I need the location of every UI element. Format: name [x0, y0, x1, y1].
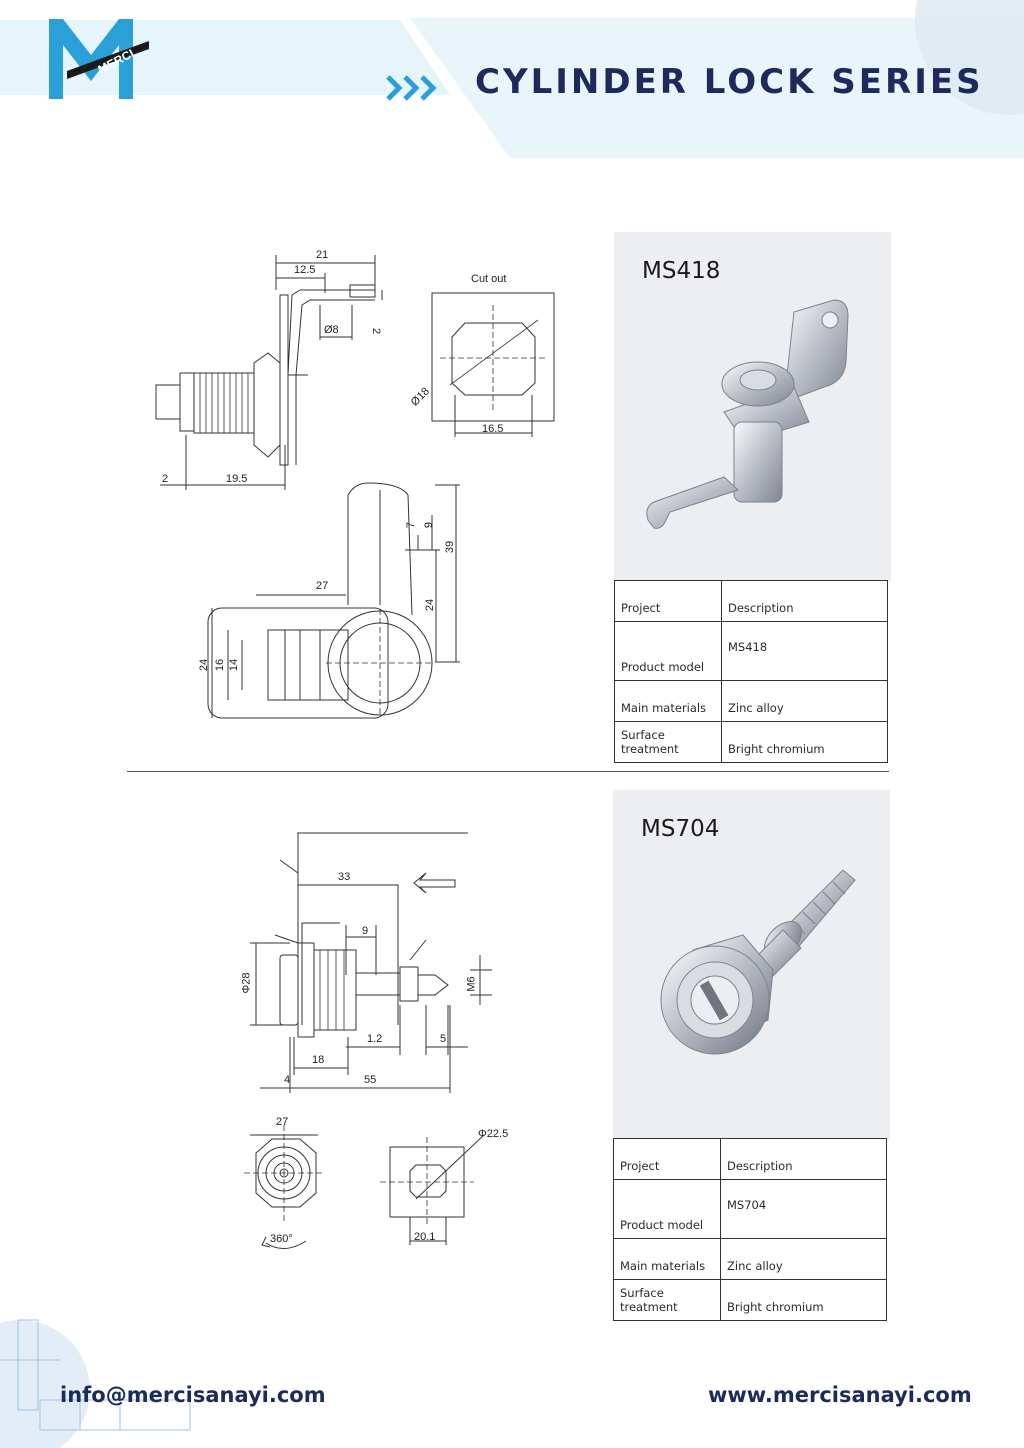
dim-9: 9 — [362, 925, 369, 937]
table-cell: MS704 — [720, 1179, 887, 1239]
dim-21: 21 — [316, 249, 329, 261]
dim-28: Φ28 — [240, 972, 253, 994]
dim-9: 9 — [423, 521, 436, 529]
dim-7: 7 — [405, 521, 418, 529]
dim-27: 27 — [276, 1116, 289, 1128]
ms418-photo-panel: MS418 — [614, 232, 891, 582]
ms418-dimension-labels: 21 12.5 Ø8 2 Cut out Ø18 16.5 2 19.5 27 … — [150, 245, 570, 725]
table-cell: Main materials — [614, 680, 722, 722]
dim-cutout-flat: 16.5 — [482, 423, 504, 435]
table-cell: Description — [720, 1138, 887, 1180]
table-row: Project Description — [614, 580, 888, 622]
dim-cutout-diameter: Ø18 — [408, 385, 432, 409]
table-row: Surface treatment Bright chromium — [613, 1279, 887, 1321]
cutout-label: Cut out — [471, 273, 507, 285]
table-row: Project Description — [613, 1138, 887, 1180]
dim-24-left: 24 — [198, 658, 211, 672]
dim-39: 39 — [444, 540, 457, 554]
ms704-dimension-labels: 33 9 Φ28 M6 1.2 5 18 4 55 27 360° Φ22.5 … — [230, 825, 530, 1265]
table-cell: Product model — [613, 1179, 721, 1239]
table-cell: Main materials — [613, 1238, 721, 1280]
table-row: Main materials Zinc alloy — [614, 680, 888, 722]
ms704-model-name: MS704 — [641, 816, 720, 842]
footer-email-link[interactable]: info@mercisanayi.com — [60, 1383, 326, 1407]
table-cell: Project — [613, 1138, 721, 1180]
dim-14: 14 — [228, 658, 241, 672]
ms418-spec-table: Project Description Product model MS418 … — [614, 580, 888, 763]
dim-m6: M6 — [465, 976, 478, 992]
ms704-photo-panel: MS704 — [613, 790, 890, 1140]
table-cell: Bright chromium — [721, 721, 888, 763]
dim-33: 33 — [338, 871, 351, 883]
dim-4: 4 — [284, 1074, 291, 1086]
dim-thickness: 2 — [370, 327, 383, 335]
section-divider — [127, 771, 889, 772]
dim-55: 55 — [364, 1074, 377, 1086]
footer-blueprint-decoration — [0, 1319, 191, 1448]
table-cell: Project — [614, 580, 722, 622]
ms418-technical-drawing — [155, 255, 555, 719]
table-cell: Zinc alloy — [721, 680, 888, 722]
dim-cam-length: 27 — [316, 580, 329, 592]
table-cell: Surface treatment — [614, 721, 722, 763]
table-cell: MS418 — [721, 621, 888, 681]
table-cell: Zinc alloy — [720, 1238, 887, 1280]
dim-16: 16 — [214, 658, 227, 672]
dim-18: 18 — [312, 1054, 325, 1066]
ms704-product-image — [660, 869, 856, 1055]
ms704-technical-drawing — [244, 832, 492, 1249]
table-cell: Surface treatment — [613, 1279, 721, 1321]
ms418-model-name: MS418 — [642, 258, 721, 284]
dim-5: 5 — [440, 1033, 447, 1045]
table-cell: Bright chromium — [720, 1279, 887, 1321]
dim-hole: Ø8 — [324, 324, 339, 336]
dim-1-2: 1.2 — [367, 1033, 383, 1045]
table-row: Product model MS418 — [614, 621, 888, 681]
table-row: Surface treatment Bright chromium — [614, 721, 888, 763]
dim-body-length: 19.5 — [226, 473, 248, 485]
ms704-spec-table: Project Description Product model MS704 … — [613, 1138, 887, 1321]
dim-20-1: 20.1 — [414, 1231, 436, 1243]
dim-base-offset: 2 — [162, 473, 169, 485]
footer-website-link[interactable]: www.mercisanayi.com — [708, 1383, 972, 1407]
rotation-label: 360° — [270, 1233, 293, 1245]
table-row: Main materials Zinc alloy — [613, 1238, 887, 1280]
dim-24-right: 24 — [424, 598, 437, 612]
table-row: Product model MS704 — [613, 1179, 887, 1239]
dim-12-5: 12.5 — [294, 264, 316, 276]
ms418-product-image — [646, 299, 849, 529]
table-cell: Description — [721, 580, 888, 622]
page-title: CYLINDER LOCK SERIES — [475, 62, 984, 102]
dim-22-5: Φ22.5 — [478, 1128, 509, 1140]
table-cell: Product model — [614, 621, 722, 681]
merci-logo: MERCI — [49, 19, 149, 99]
chevron-arrows-icon — [386, 75, 437, 101]
